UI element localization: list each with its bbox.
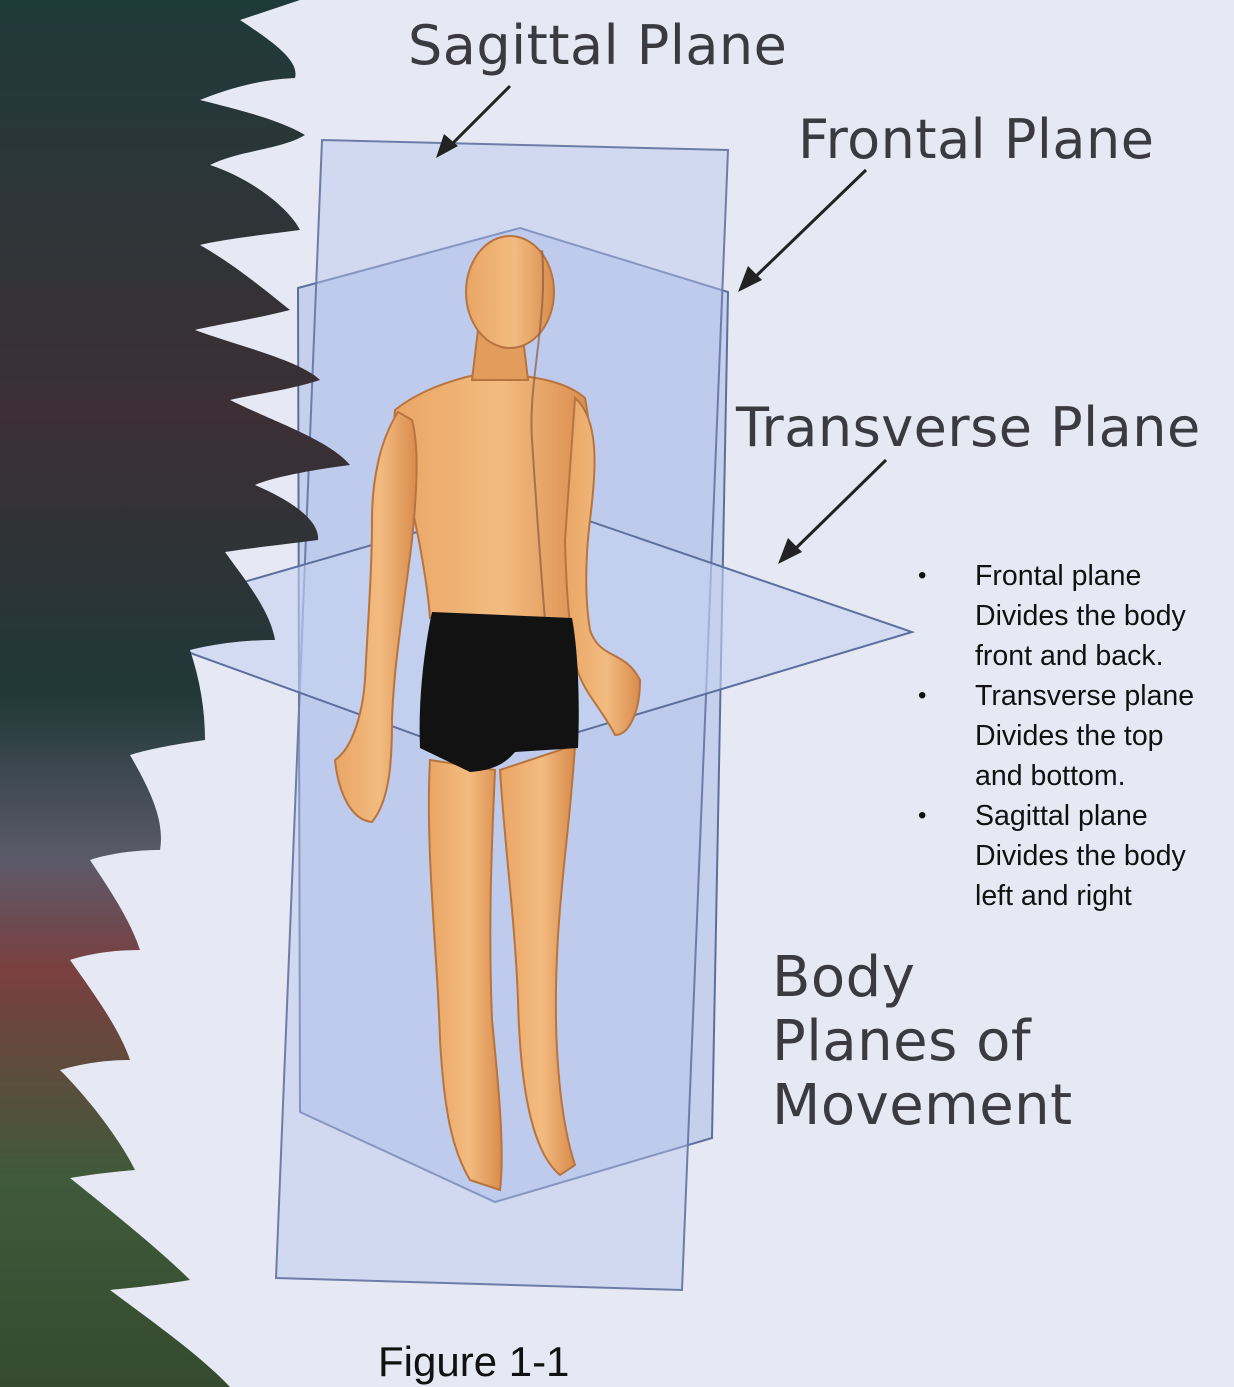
list-item: • Frontal plane Divides the body front a… [908,556,1228,676]
title-line: Movement [772,1074,1092,1138]
note-title: Sagittal plane [975,796,1228,836]
note-text: Divides the body [975,596,1228,636]
plane-notes-list: • Frontal plane Divides the body front a… [908,556,1228,916]
note-title: Transverse plane [975,676,1228,716]
list-item: • Transverse plane Divides the top and b… [908,676,1228,796]
transverse-plane-label: Transverse Plane [736,396,1201,459]
title-line: Planes of [772,1010,1092,1074]
transverse-arrow [778,460,886,564]
sagittal-plane-label: Sagittal Plane [408,14,787,77]
bullet: • [918,796,926,836]
note-text: Divides the body [975,836,1228,876]
list-item: • Sagittal plane Divides the body left a… [908,796,1228,916]
diagram-title: Body Planes of Movement [772,946,1092,1138]
frontal-arrow [738,170,866,292]
note-text: front and back. [975,636,1228,676]
bullet: • [918,676,926,716]
note-title: Frontal plane [975,556,1228,596]
bullet: • [918,556,926,596]
note-text: Divides the top [975,716,1228,756]
shorts [420,612,579,772]
note-text: left and right [975,876,1228,916]
frontal-plane-label: Frontal Plane [798,108,1154,171]
title-line: Body [772,946,1092,1010]
note-text: and bottom. [975,756,1228,796]
figure-caption: Figure 1-1 [378,1338,569,1386]
